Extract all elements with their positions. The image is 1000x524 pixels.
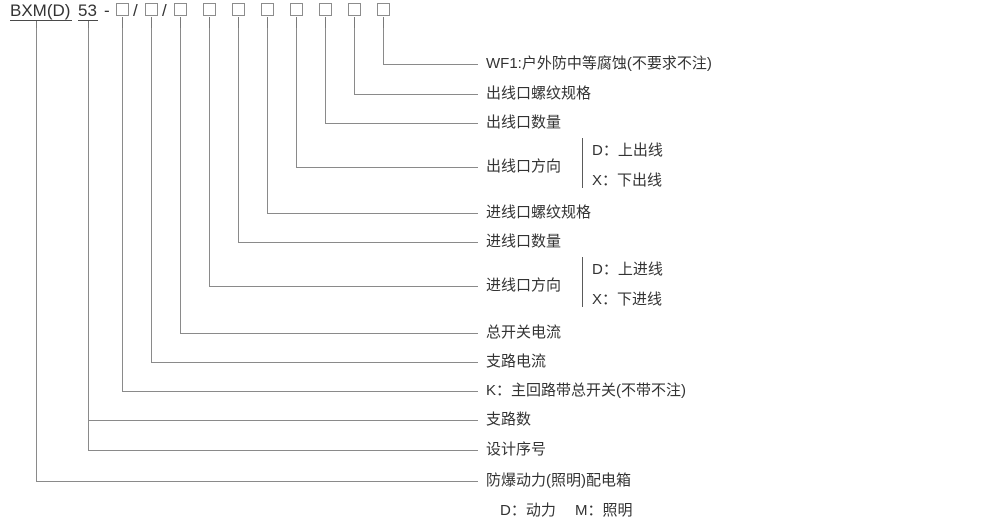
label-branch-current: 支路电流 (486, 353, 547, 370)
label-branch-count: 支路数 (486, 411, 532, 428)
model-slash-1: / (133, 1, 138, 20)
tick-slot-8 (325, 17, 326, 30)
tick-slot-1 (122, 17, 123, 30)
leader-v-inlet-qty (238, 28, 239, 242)
leader-v-inlet-dir (209, 28, 210, 286)
leader-v-main-switch (122, 28, 123, 391)
leader-h-main-current (180, 333, 478, 334)
leader-v-branch-current (151, 28, 152, 362)
leader-h-inlet-thread (267, 213, 478, 214)
label-design-seq: 设计序号 (486, 441, 547, 458)
product-type-note: D：动力 M：照明 (500, 502, 633, 519)
leader-v-inlet-thread (267, 28, 268, 213)
model-slot-5[interactable] (232, 3, 245, 16)
tick-slot-6 (267, 17, 268, 30)
leader-h-branch-current (151, 362, 478, 363)
label-outlet-qty: 出线口数量 (486, 114, 562, 131)
tick-series (88, 21, 89, 30)
label-product-name: 防爆动力(照明)配电箱 (486, 472, 631, 489)
label-main-current: 总开关电流 (486, 324, 562, 341)
tick-slot-10 (383, 17, 384, 30)
model-slot-7[interactable] (290, 3, 303, 16)
leader-v-outlet-qty (325, 28, 326, 123)
leader-h-outlet-thread (354, 94, 478, 95)
model-prefix: BXM(D) (10, 1, 71, 20)
leader-h-main-switch (122, 391, 478, 392)
inlet-dir-bracket (582, 257, 583, 307)
model-code-row: BXM(D) 53 - / / (0, 0, 1000, 30)
outlet-dir-option-x: X：下出线 (592, 172, 663, 189)
label-inlet-qty: 进线口数量 (486, 233, 562, 250)
model-dash: - (104, 1, 110, 20)
tick-slot-3 (180, 17, 181, 30)
leader-v-wf1 (383, 28, 384, 64)
tick-slot-7 (296, 17, 297, 30)
tick-slot-2 (151, 17, 152, 30)
leader-h-product-name (36, 481, 478, 482)
tick-slot-4 (209, 17, 210, 30)
leader-h-inlet-dir (209, 286, 478, 287)
leader-h-branch-count (88, 420, 478, 421)
model-series: 53 (78, 1, 97, 20)
inlet-dir-option-x: X：下进线 (592, 291, 663, 308)
label-inlet-thread: 进线口螺纹规格 (486, 204, 592, 221)
model-slot-10[interactable] (377, 3, 390, 16)
leader-h-design-seq (88, 450, 478, 451)
label-main-switch: K：主回路带总开关(不带不注) (486, 382, 686, 399)
leader-h-inlet-qty (238, 242, 478, 243)
model-prefix-underline (10, 20, 72, 21)
tick-slot-5 (238, 17, 239, 30)
leader-v-outlet-dir (296, 28, 297, 167)
leader-v-outlet-thread (354, 28, 355, 94)
model-slot-2[interactable] (145, 3, 158, 16)
model-slot-3[interactable] (174, 3, 187, 16)
label-inlet-dir: 进线口方向 (486, 277, 562, 294)
model-slot-8[interactable] (319, 3, 332, 16)
model-slot-9[interactable] (348, 3, 361, 16)
model-slot-6[interactable] (261, 3, 274, 16)
leader-v-product-name (36, 28, 37, 481)
model-series-underline (78, 20, 98, 21)
leader-v-main-current (180, 28, 181, 333)
outlet-dir-bracket (582, 138, 583, 188)
leader-h-outlet-dir (296, 167, 478, 168)
tick-slot-9 (354, 17, 355, 30)
leader-v-design-seq (88, 28, 89, 450)
inlet-dir-option-d: D：上进线 (592, 261, 663, 278)
model-slot-4[interactable] (203, 3, 216, 16)
label-wf1: WF1:户外防中等腐蚀(不要求不注) (486, 55, 712, 72)
leader-h-outlet-qty (325, 123, 478, 124)
tick-prefix (36, 21, 37, 30)
model-slot-1[interactable] (116, 3, 129, 16)
outlet-dir-option-d: D：上出线 (592, 142, 663, 159)
model-slash-2: / (162, 1, 167, 20)
label-outlet-thread: 出线口螺纹规格 (486, 85, 592, 102)
label-outlet-dir: 出线口方向 (486, 158, 562, 175)
leader-h-wf1 (383, 64, 478, 65)
